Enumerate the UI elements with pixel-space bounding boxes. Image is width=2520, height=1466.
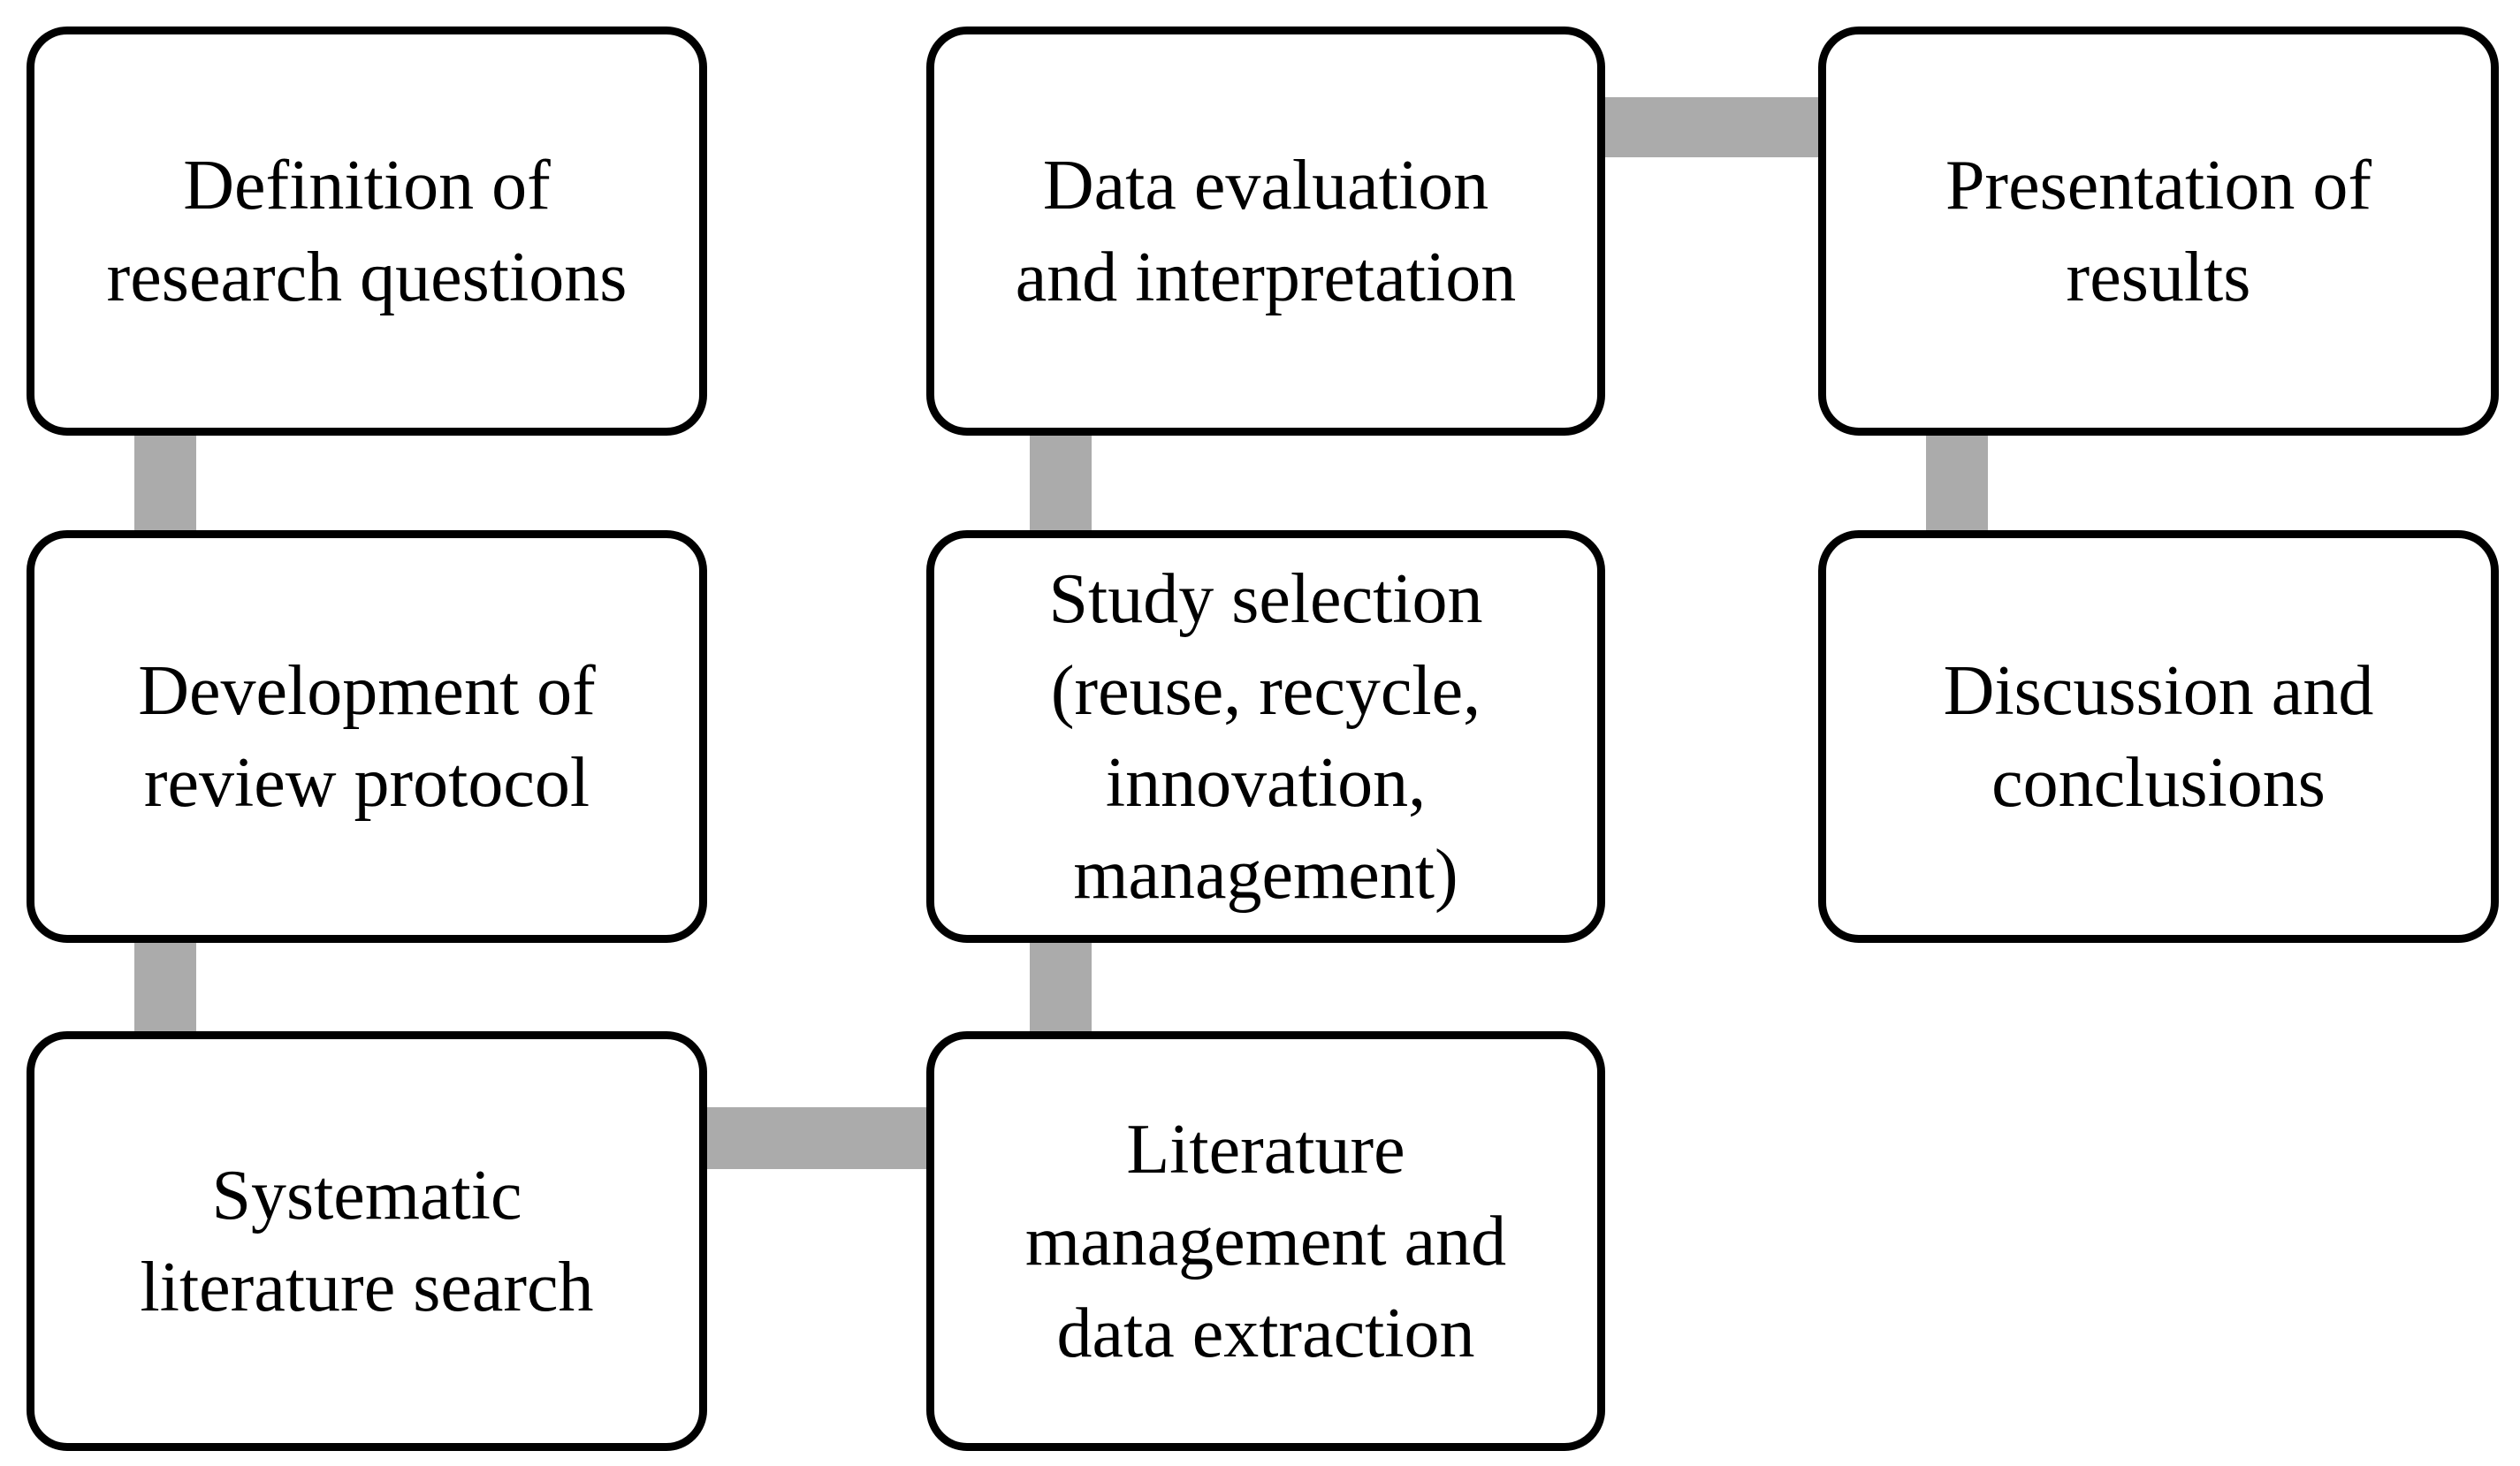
- flow-node-development-of-review-protocol: Development of review protocol: [27, 530, 707, 943]
- flow-node-systematic-literature-search: Systematic literature search: [27, 1031, 707, 1451]
- flow-node-label: Study selection (reuse, recycle, innovat…: [1048, 559, 1483, 914]
- flow-node-label: Presentation of results: [1945, 146, 2372, 316]
- flow-node-label: Systematic literature search: [140, 1156, 594, 1326]
- flow-node-data-evaluation-and-interpretation: Data evaluation and interpretation: [926, 27, 1605, 436]
- connector-evaluation-to-presentation: [1579, 97, 1844, 157]
- flow-node-label: Literature management and data extractio…: [1024, 1110, 1507, 1372]
- connector-search-to-management: [681, 1107, 955, 1169]
- flow-node-literature-management-and-data-extraction: Literature management and data extractio…: [926, 1031, 1605, 1451]
- flow-node-label: Data evaluation and interpretation: [1015, 146, 1517, 316]
- flow-node-label: Definition of research questions: [106, 146, 628, 316]
- flow-node-definition-of-research-questions: Definition of research questions: [27, 27, 707, 436]
- flow-node-discussion-and-conclusions: Discussion and conclusions: [1818, 530, 2499, 943]
- flow-node-label: Development of review protocol: [138, 651, 596, 822]
- flow-node-presentation-of-results: Presentation of results: [1818, 27, 2499, 436]
- flow-node-label: Discussion and conclusions: [1943, 651, 2374, 822]
- flow-node-study-selection: Study selection (reuse, recycle, innovat…: [926, 530, 1605, 943]
